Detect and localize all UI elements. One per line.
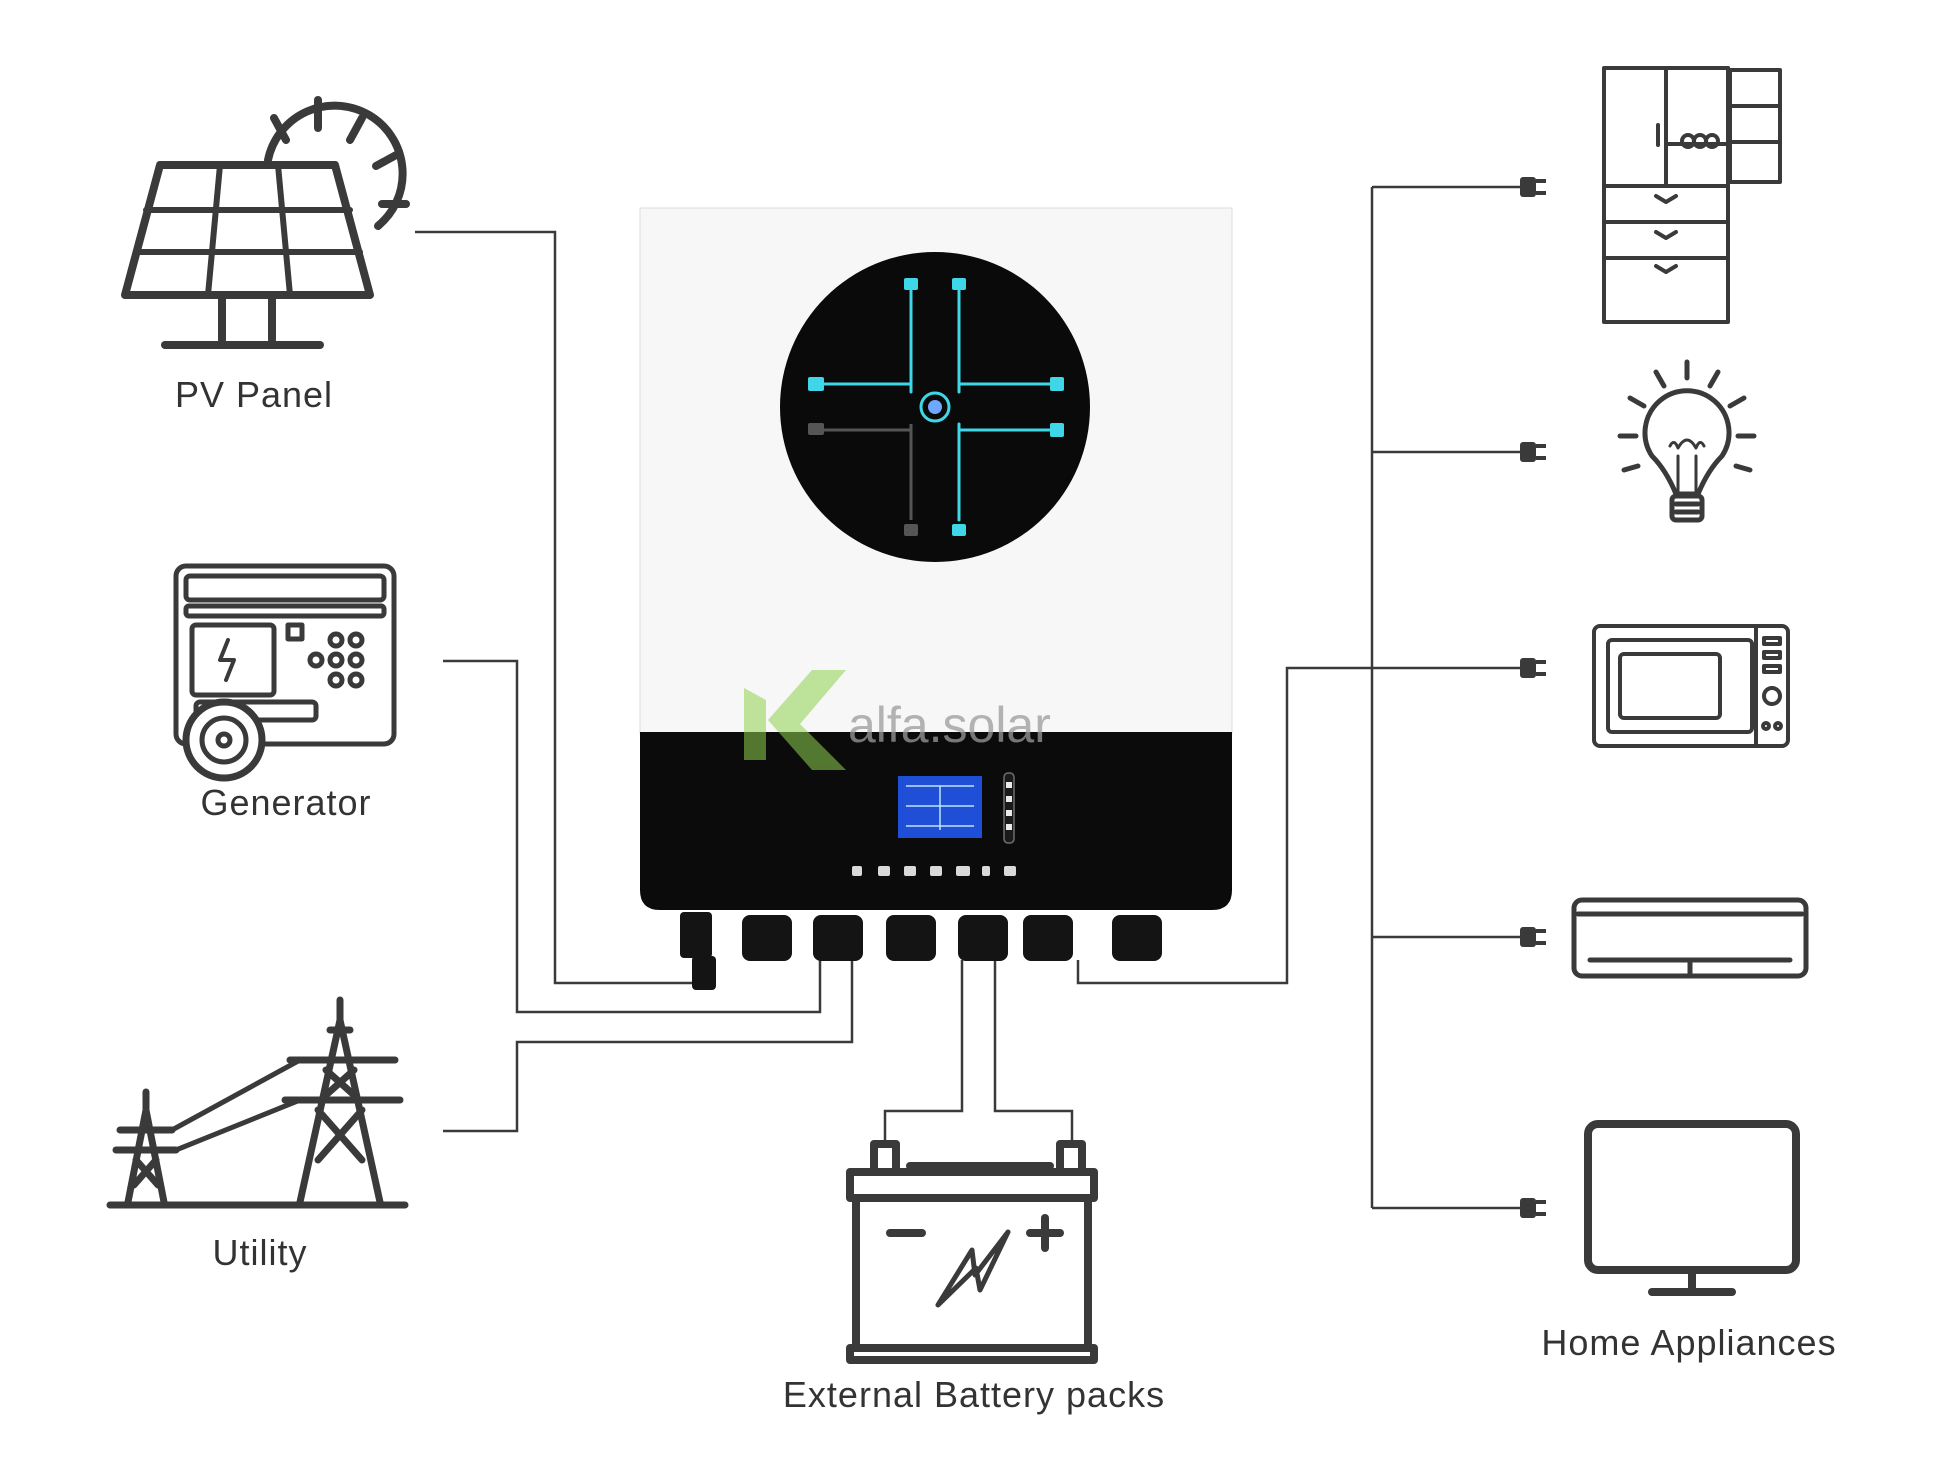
- plug-icon: [1520, 177, 1546, 197]
- utility-label: Utility: [212, 1232, 308, 1273]
- plug-icon: [1520, 1198, 1546, 1218]
- battery-icon: [846, 1140, 1098, 1364]
- power-tower-icon: [106, 996, 409, 1209]
- plug-icons: [1520, 177, 1546, 1218]
- watermark-logo: [744, 670, 846, 770]
- generator-icon: [173, 563, 397, 782]
- air-conditioner-icon: [1571, 897, 1809, 979]
- microwave-icon: [1592, 624, 1790, 748]
- pv-panel-label: PV Panel: [174, 374, 334, 415]
- plug-icon: [1520, 927, 1546, 947]
- refrigerator-icon: [1602, 66, 1782, 324]
- battery-label: External Battery packs: [782, 1374, 1166, 1415]
- energy-flow-display: [780, 252, 1090, 562]
- function-buttons[interactable]: [852, 866, 1016, 876]
- light-bulb-icon: [1617, 359, 1757, 523]
- tv-monitor-icon: [1584, 1120, 1800, 1296]
- plug-icon: [1520, 658, 1546, 678]
- inverter-unit: alfa.solar: [639, 207, 1233, 990]
- sun-icon: [264, 96, 410, 230]
- generator-label: Generator: [200, 782, 372, 823]
- watermark-text: alfa.solar: [848, 697, 1051, 753]
- home-appliances-label: Home Appliances: [1541, 1322, 1837, 1363]
- plug-icon: [1520, 442, 1546, 462]
- solar-panel-icon: [121, 96, 410, 349]
- cable-glands: [680, 912, 1162, 990]
